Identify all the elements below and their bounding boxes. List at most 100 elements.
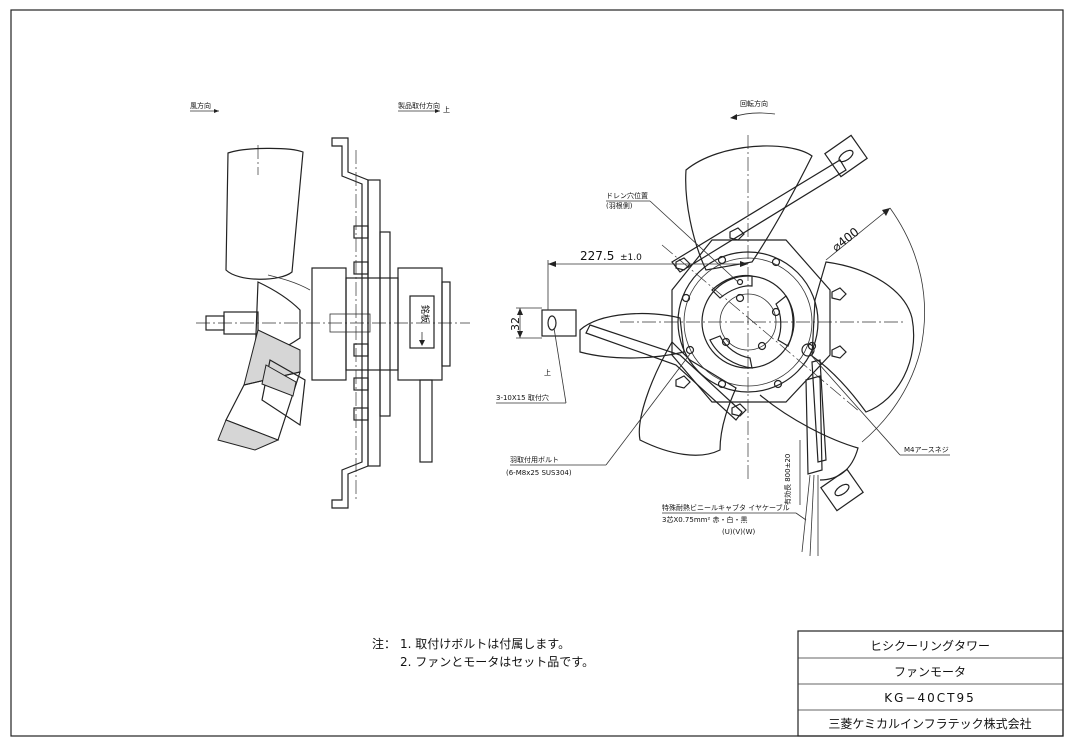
bracket-bolt-3 — [353, 343, 369, 357]
note-2: 2. ファンとモータはセット品です。 — [400, 655, 594, 669]
bracket-arm-top — [671, 159, 847, 273]
air-direction-label: 風方向 — [190, 101, 211, 110]
side-blade-lower-d — [261, 359, 306, 427]
dim-227-arrow-right — [740, 261, 748, 267]
notes-prefix: 注： — [372, 636, 396, 651]
motor-bolt-10 — [685, 345, 695, 355]
mount-foot-top — [824, 134, 868, 178]
dim-400-value: ⌀400 — [829, 225, 861, 255]
nameplate — [409, 295, 435, 349]
front-blade-right — [811, 261, 915, 413]
arm-bolt-3 — [831, 287, 847, 301]
motor-bolt-11 — [717, 379, 727, 389]
motor-bolt-2 — [771, 307, 781, 317]
dim-32-value: 32 — [509, 317, 522, 331]
cable-leader — [795, 512, 807, 521]
mount-foot-bottom-slot — [834, 483, 850, 497]
motor-shaft-inner — [329, 313, 371, 333]
bracket-spacer — [379, 231, 391, 417]
mount-direction-up: 上 — [443, 105, 450, 114]
bolt-label: 羽取付用ボルト — [510, 455, 559, 464]
up-label: 上 — [544, 368, 551, 377]
drain-hole — [736, 278, 744, 286]
side-view: 風方向 製品取付方向 上 銘板 — [190, 101, 470, 509]
drain-hole-label: ドレン穴位置 — [606, 191, 648, 200]
motor-bolt-4 — [721, 337, 731, 347]
dim-32-arrow-bottom — [517, 331, 523, 338]
dim-32-arrow-top — [517, 308, 523, 315]
earth-screw-label: M4アースネジ — [904, 446, 949, 454]
dim-227-value: 227.5 — [580, 249, 614, 263]
drain-hole-sub: (羽根側) — [606, 201, 633, 210]
motor-bolt-3 — [757, 341, 767, 351]
front-view: 回転方向 — [496, 99, 950, 557]
dim-227-arrow-left — [548, 261, 556, 267]
arm-bolt-4 — [831, 345, 847, 359]
vent-slot-3 — [709, 335, 753, 369]
mount-foot-bottom-block — [820, 468, 864, 512]
bracket-bolt-2 — [353, 261, 369, 275]
front-blade-top — [685, 145, 813, 271]
cable-length-value: 有効長 800±20 — [783, 454, 792, 505]
motor-bolt-8 — [773, 379, 783, 389]
dim-400-arrow — [882, 208, 890, 216]
nameplate-text: 銘板 — [419, 305, 431, 323]
mount-foot-left-slot — [547, 315, 557, 331]
front-cable-sheath — [805, 375, 823, 475]
arm-bolt-6 — [731, 403, 747, 417]
mount-foot-bottom — [820, 468, 864, 512]
vent-slot-1 — [711, 274, 753, 299]
side-blade-lower-c — [217, 419, 280, 451]
arm-bolt-5 — [675, 375, 691, 389]
cable-label: 特殊耐熱ビニールキャブタ イヤケーブル — [662, 503, 790, 512]
side-blade-top — [225, 147, 304, 280]
motor-outer-ring — [677, 251, 819, 393]
mount-hole-label: 3-10X15 取付穴 — [496, 393, 549, 402]
mount-foot-left — [541, 309, 577, 337]
bracket-arm-bottom — [811, 359, 827, 463]
note-1: 1. 取付けボルトは付属します。 — [400, 637, 570, 651]
drawing-frame — [10, 9, 1064, 737]
mount-foot-top-block — [824, 134, 868, 178]
cable-wire-1 — [801, 474, 811, 553]
front-blade-left — [579, 312, 685, 359]
rotation-arrow — [732, 112, 776, 118]
drain-hole-leader — [649, 200, 739, 283]
title-block-frame — [797, 630, 1064, 737]
cable-spec: 3芯X0.75mm² 赤・白・黒 — [662, 515, 748, 524]
motor-end-cap — [441, 281, 451, 367]
front-blade-left-lower — [638, 341, 737, 456]
side-blade-lower-e — [261, 364, 297, 397]
motor-bolt-7 — [807, 341, 817, 351]
earth-screw-leader — [809, 353, 901, 456]
motor-mount-plate — [671, 239, 831, 403]
dim-227-tol: ±1.0 — [620, 253, 642, 263]
mounting-bracket — [331, 137, 369, 509]
air-direction-arrowhead — [214, 109, 219, 113]
side-cable — [419, 379, 433, 463]
bracket-bolt-5 — [353, 407, 369, 421]
title-block-item-name: ファンモータ — [894, 665, 966, 679]
motor-bolt-5 — [717, 255, 727, 265]
rotation-label: 回転方向 — [740, 99, 768, 108]
title-block: ヒシクーリングタワー ファンモータ KG−40CT95 三菱ケミカルインフラテッ… — [797, 630, 1064, 737]
title-block-product-line: ヒシクーリングタワー — [870, 639, 990, 653]
mount-foot-top-slot — [838, 149, 854, 163]
earth-screw — [801, 343, 815, 357]
mount-foot-left-block — [541, 309, 577, 337]
motor-bolt-6 — [771, 257, 781, 267]
mount-direction-arrowhead — [435, 109, 440, 113]
mount-direction-label: 製品取付方向 — [398, 101, 440, 110]
motor-inner-ring — [719, 293, 777, 351]
mount-hole-leader — [553, 327, 567, 404]
rotation-arrowhead — [730, 114, 737, 120]
cable-codes: (U)(V)(W) — [722, 528, 755, 536]
nameplate-arrowhead — [419, 340, 425, 346]
front-diagonal-centerline — [661, 244, 861, 413]
motor-ring-2 — [683, 257, 813, 387]
bolt-spec: (6-M8x25 SUS304) — [506, 469, 572, 477]
title-block-company: 三菱ケミカルインフラテック株式会社 — [828, 716, 1031, 731]
bracket-bolt-4 — [353, 377, 369, 391]
bracket-bolt-1 — [353, 225, 369, 239]
